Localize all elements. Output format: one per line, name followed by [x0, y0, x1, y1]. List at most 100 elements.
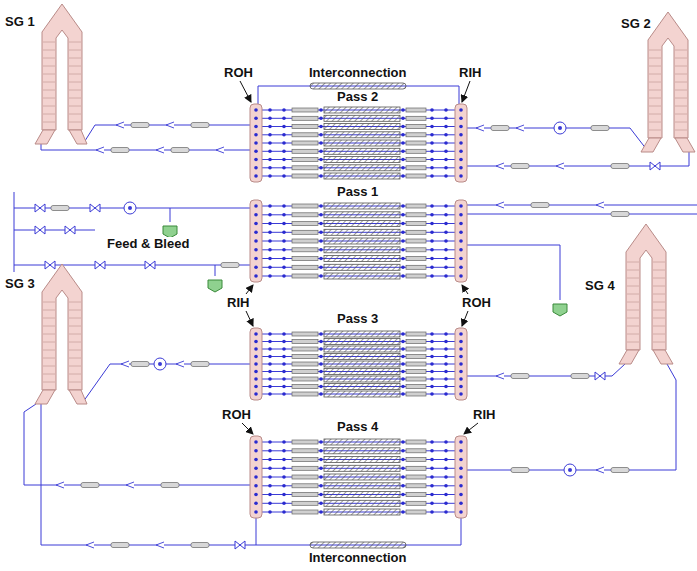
junction-dot [254, 392, 258, 396]
steam-generator-nozzle [69, 130, 87, 144]
feeder-pipe [292, 204, 318, 208]
tube-node-line [675, 122, 687, 123]
junction-dot [444, 174, 448, 178]
diagram-label: Pass 1 [335, 185, 380, 199]
junction-dot [459, 449, 463, 453]
fuel-channel [324, 124, 400, 130]
junction-dot [268, 158, 272, 162]
junction-dot [459, 108, 463, 112]
leader-arrows [240, 81, 478, 434]
junction-dot [459, 385, 463, 389]
junction-dot [319, 458, 323, 462]
feeder-pipe [406, 440, 426, 444]
diagram-label: Interconnection [307, 551, 409, 565]
junction-dot [459, 340, 463, 344]
junction-dot [444, 362, 448, 366]
junction-dot [319, 385, 323, 389]
junction-dot [444, 370, 448, 374]
junction-dot [430, 347, 434, 351]
pipe-component [611, 212, 629, 217]
pipe-component [171, 148, 189, 153]
diagram-label: ROH [222, 66, 255, 80]
junction-dot [254, 149, 258, 153]
feeder-pipe [406, 274, 426, 278]
junction-dot [459, 239, 463, 243]
tube-node-line [653, 318, 665, 319]
steam-generator: SG 2 [620, 10, 696, 156]
fuel-channel [324, 448, 400, 454]
feeder-pipe [406, 108, 426, 112]
junction-dot [319, 510, 323, 514]
fuel-channel [324, 203, 400, 209]
tube-node-line [653, 342, 665, 343]
junction-dot [319, 108, 323, 112]
boundary-volume [208, 280, 222, 292]
junction-dot [254, 449, 258, 453]
pipe-component [531, 203, 549, 208]
junction-dot [254, 501, 258, 505]
junction-dot [459, 493, 463, 497]
feeder-pipe [406, 149, 426, 153]
junction-dot [459, 174, 463, 178]
junction-dot [254, 355, 258, 359]
junction-dot [319, 166, 323, 170]
junction-dot [319, 274, 323, 278]
junction-dot [459, 510, 463, 514]
junction-dot [444, 117, 448, 121]
feeder-pipe [406, 370, 426, 374]
junction-dot [459, 125, 463, 129]
tube-node-line [627, 270, 639, 271]
pipe-component [611, 164, 629, 169]
junction-dot [282, 257, 286, 261]
valve-symbol [595, 372, 605, 380]
junction-dot [430, 392, 434, 396]
junction-dot [268, 125, 272, 129]
feeder-pipe [292, 141, 318, 145]
pipe-component [591, 126, 609, 131]
fuel-channel [324, 165, 400, 171]
node-label: SG 3 [4, 276, 36, 291]
junction-symbol [596, 467, 604, 473]
junction-dot [319, 502, 323, 506]
junction-dot [282, 370, 286, 374]
junction-dot [268, 510, 272, 514]
junction-dot [254, 355, 258, 359]
junction-dot [254, 362, 258, 366]
junction-dot [444, 158, 448, 162]
junction-dot [444, 266, 448, 270]
junction-dot [282, 274, 286, 278]
tube-node-line [43, 50, 55, 51]
steam-generator-outline [584, 222, 676, 368]
pipe-component [111, 543, 129, 548]
junction-dot [430, 213, 434, 217]
tube-node-line [649, 106, 661, 107]
tube-node-line [69, 106, 81, 107]
junction-dot [319, 347, 323, 351]
leader-arrow [462, 81, 470, 102]
junction-dot [268, 266, 272, 270]
junction-dot [319, 362, 323, 366]
junction-dot [268, 362, 272, 366]
tube-node-line [649, 74, 661, 75]
pump-hub [558, 126, 562, 130]
junction-dot [282, 362, 286, 366]
junction-dot [268, 108, 272, 112]
junction-dot [430, 370, 434, 374]
tube-node-line [43, 66, 55, 67]
junction-dot [444, 274, 448, 278]
junction-dot [254, 141, 258, 145]
feeder-pipe [406, 239, 426, 243]
junction-dot [444, 231, 448, 235]
tube-node-line [43, 42, 55, 43]
tube-node-line [627, 318, 639, 319]
feeder-pipe [406, 458, 426, 462]
junction-dot [254, 204, 258, 208]
tube-node-line [69, 50, 81, 51]
feeder-pipe [292, 347, 318, 351]
tube-node-line [43, 74, 55, 75]
junction-dot [319, 484, 323, 488]
junction-dot [459, 133, 463, 137]
junction-dot [459, 158, 463, 162]
leader-arrow [246, 285, 253, 294]
fuel-channel [324, 331, 400, 337]
